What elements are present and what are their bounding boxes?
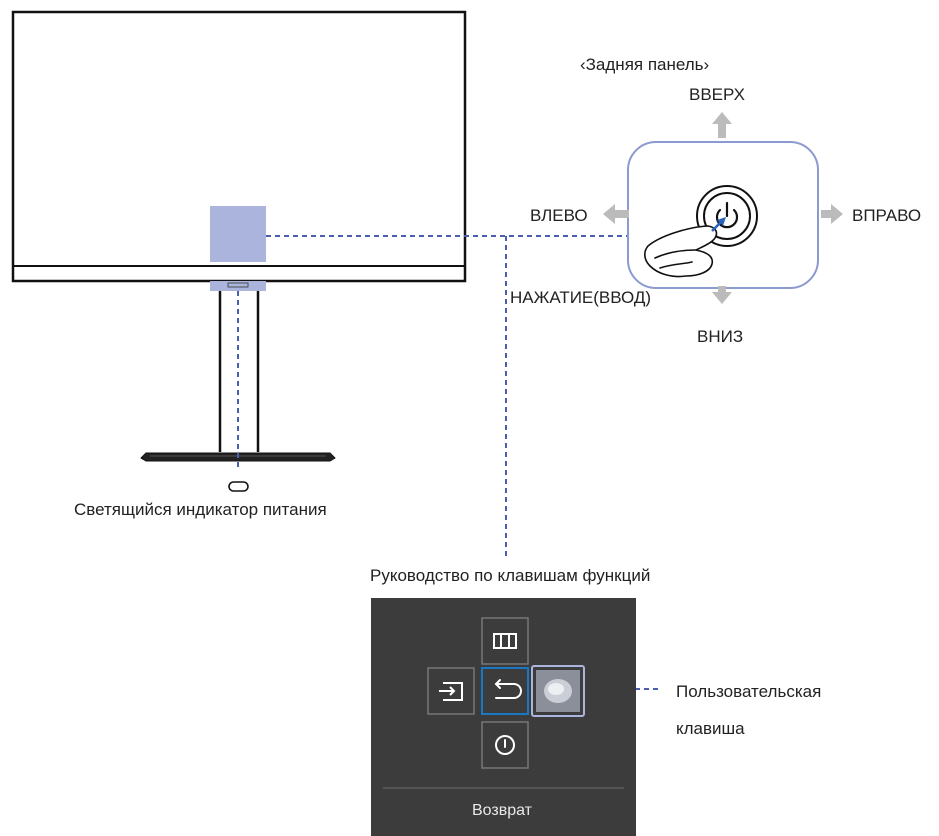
arrow-down-icon (712, 286, 732, 304)
menu-button (481, 617, 529, 665)
return-icon (494, 679, 522, 699)
power-icon (495, 735, 515, 755)
press-label: НАЖАТИЕ(ВВОД) (510, 288, 652, 307)
menu-bottom-label: Возврат (472, 802, 532, 819)
indicator-area-highlight (210, 281, 266, 291)
up-label: ВВЕРХ (689, 85, 745, 104)
power-indicator-light (228, 481, 249, 492)
power-indicator-label: Светящийся индикатор питания (74, 500, 327, 519)
arrow-left-icon (603, 204, 629, 224)
down-label: ВНИЗ (697, 327, 744, 346)
power-button-icon (715, 201, 739, 229)
custom-key-label-line2: клавиша (676, 719, 745, 738)
menu-icon (493, 633, 517, 649)
indicator-strip (227, 282, 249, 288)
control-area-highlight (210, 206, 266, 262)
arrow-right-icon (821, 204, 843, 224)
arrow-up-icon (712, 112, 732, 138)
finger-icon (644, 225, 718, 278)
press-arrow-icon (711, 217, 726, 232)
right-label: ВПРАВО (852, 206, 922, 225)
source-icon (439, 682, 463, 701)
custom-key-label-line1: Пользовательская (676, 682, 822, 701)
left-label: ВЛЕВО (530, 206, 588, 225)
rear-panel-label: ‹Задняя панель› (580, 55, 710, 74)
function-key-guide-label: Руководство по клавишам функций (370, 566, 651, 585)
